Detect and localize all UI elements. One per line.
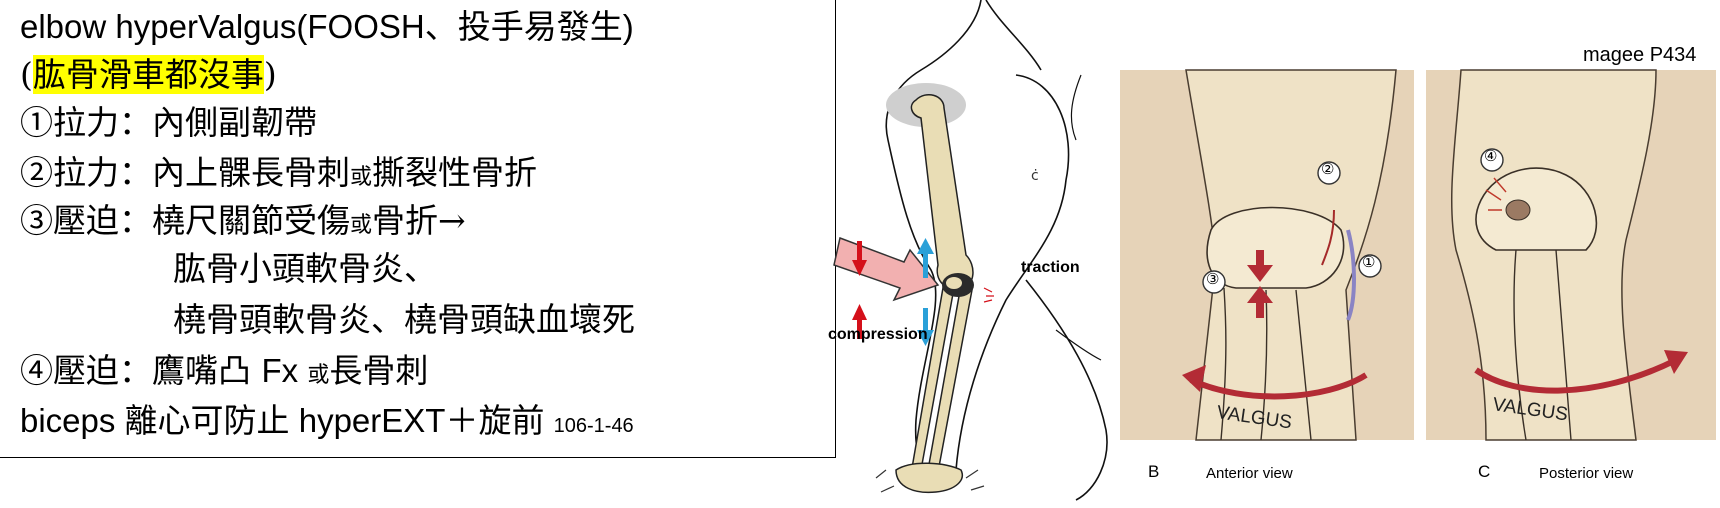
line-point-4: ④壓迫：鷹嘴凸 Fx 或長骨刺	[20, 348, 428, 399]
traction-label: traction	[1021, 259, 1080, 276]
close-paren: )	[263, 55, 277, 94]
arm-force-diagram: ċ	[833, 0, 1108, 501]
compression-arrows	[852, 241, 867, 339]
biceps-text: biceps 離心可防止 hyperEXT＋旋前	[20, 402, 554, 439]
panel-b-caption: Anterior view	[1206, 465, 1293, 482]
point3-or: 或	[350, 213, 373, 238]
point2-b: 撕裂性骨折	[372, 153, 538, 192]
point2-a: ②拉力：內上髁長骨刺	[20, 153, 350, 192]
line-point-3-sub2: 橈骨頭軟骨炎、橈骨頭缺血壞死	[173, 300, 635, 339]
line-title: elbow hyperValgus(FOOSH、投手易發生)	[20, 8, 634, 45]
marker-3: ③	[1206, 271, 1220, 288]
panel-b-letter: B	[1148, 462, 1160, 481]
marker-1: ①	[1362, 254, 1376, 271]
elbow-valgus-figure: VALGUS VALGUS	[1120, 69, 1716, 441]
line-trochlea-note: (肱骨滑車都沒事)	[20, 52, 277, 98]
point4-or: 或	[307, 363, 330, 388]
point4-fx: Fx	[261, 352, 308, 389]
line-point-2: ②拉力：內上髁長骨刺或撕裂性骨折	[20, 150, 537, 201]
marker-4: ④	[1484, 148, 1498, 165]
compression-label: compression	[828, 326, 928, 343]
source-label: magee P434	[1583, 44, 1697, 66]
reference-code: 106-1-46	[553, 415, 634, 437]
line-point-3-sub1: 肱骨小頭軟骨炎、	[173, 249, 437, 288]
notes-textbox: elbow hyperValgus(FOOSH、投手易發生) (肱骨滑車都沒事)…	[0, 0, 836, 458]
line-biceps: biceps 離心可防止 hyperEXT＋旋前 106-1-46	[20, 398, 634, 449]
point4-a: ④壓迫：鷹嘴凸	[20, 351, 262, 390]
svg-text:ċ: ċ	[1031, 168, 1039, 184]
point3-b: 骨折→	[372, 201, 466, 240]
line-point-3: ③壓迫：橈尺關節受傷或骨折→	[20, 198, 466, 249]
panel-c-caption: Posterior view	[1539, 465, 1634, 482]
traction-arrows	[917, 238, 934, 346]
point4-b: 長骨刺	[329, 351, 429, 390]
highlight-text: 肱骨滑車都沒事	[32, 55, 264, 94]
panel-c-letter: C	[1478, 462, 1491, 481]
marker-2: ②	[1321, 161, 1335, 178]
point2-or: 或	[350, 165, 373, 190]
point3-a: ③壓迫：橈尺關節受傷	[20, 201, 350, 240]
open-paren: (	[20, 55, 33, 94]
line-point-1: ①拉力：內側副韌帶	[20, 103, 317, 142]
